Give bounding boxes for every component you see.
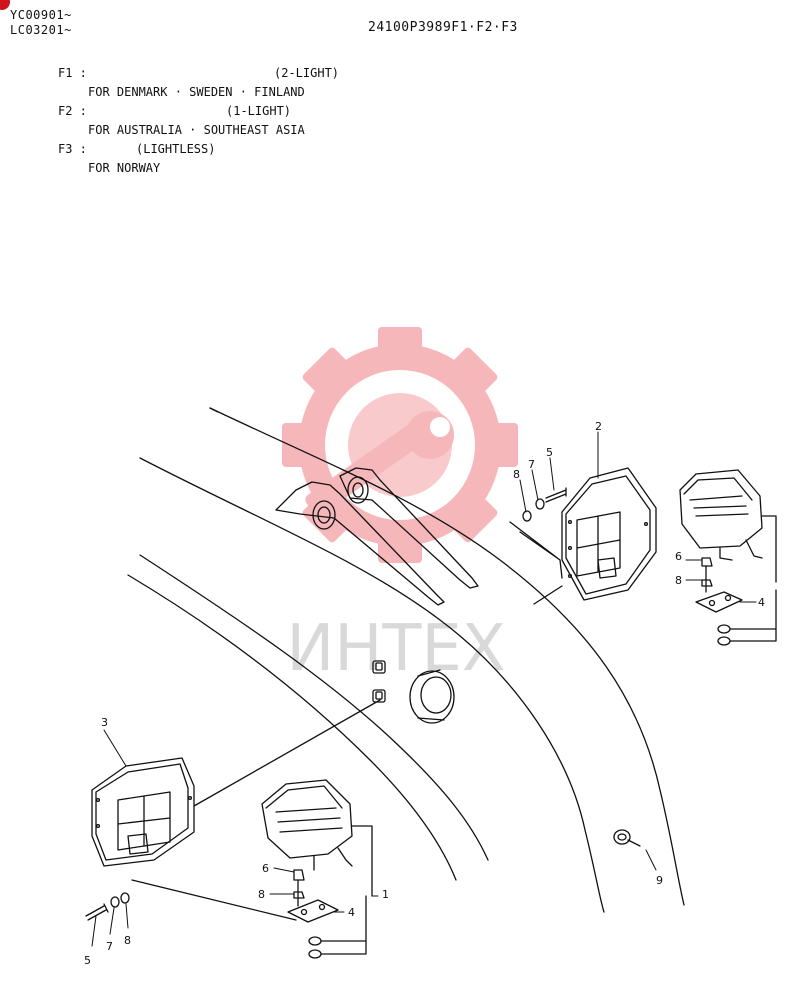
callout-5-left: 5 [84, 954, 91, 967]
callout-7-right: 7 [528, 458, 535, 471]
callout-6-right: 6 [675, 550, 682, 563]
mounting-parts-left [287, 869, 367, 959]
callout-6-left: 6 [262, 862, 269, 875]
note-f1-key: F1 : [58, 66, 87, 80]
note-f1-countries: FOR DENMARK · SWEDEN · FINLAND [88, 85, 305, 99]
note-f3-label: (LIGHTLESS) [136, 142, 216, 156]
callout-4-left: 4 [348, 906, 355, 919]
callout-1: 1 [382, 888, 389, 901]
boom-nuts [372, 660, 386, 703]
callout-4-right: 4 [758, 596, 765, 609]
note-f2-label: (1-LIGHT) [226, 104, 292, 118]
note-f3-countries: FOR NORWAY [88, 161, 161, 175]
work-light-left [261, 779, 373, 897]
boom-boss [409, 669, 455, 724]
callout-9: 9 [656, 874, 663, 887]
note-f1-label: (2-LIGHT) [274, 66, 340, 80]
serial-range-2: LC03201~ [10, 23, 72, 37]
boom-bracket [275, 467, 479, 606]
callout-8-right-bottom: 8 [675, 574, 682, 587]
light-guard-right [561, 467, 657, 601]
corner-mark [0, 0, 10, 10]
callout-8-left-top: 8 [258, 888, 265, 901]
mounting-parts-right [695, 557, 777, 646]
callout-3: 3 [101, 716, 108, 729]
note-f2-key: F2 : [58, 104, 87, 118]
fasteners-right [509, 487, 567, 605]
callout-7-left: 7 [106, 940, 113, 953]
fasteners-left [85, 699, 381, 921]
note-f2-countries: FOR AUSTRALIA · SOUTHEAST ASIA [88, 123, 305, 137]
leader-lines [91, 431, 757, 947]
light-guard-left [91, 757, 195, 867]
part-number: 24100P3989F1·F2·F3 [368, 20, 518, 35]
serial-range-1: YC00901~ [10, 8, 72, 22]
watermark-gear-icon [282, 327, 518, 563]
callout-8-left-bottom: 8 [124, 934, 131, 947]
callout-8-right-top: 8 [513, 468, 520, 481]
note-f3-key: F3 : [58, 142, 87, 156]
watermark-text: ИНТЕХ [286, 612, 505, 686]
callout-2: 2 [595, 420, 602, 433]
work-light-right [679, 469, 777, 583]
callout-5-right: 5 [546, 446, 553, 459]
hose-clip [613, 829, 641, 847]
callout-numbers: 2 3 1 4 4 8 7 5 6 8 6 8 5 7 8 9 [84, 420, 765, 967]
